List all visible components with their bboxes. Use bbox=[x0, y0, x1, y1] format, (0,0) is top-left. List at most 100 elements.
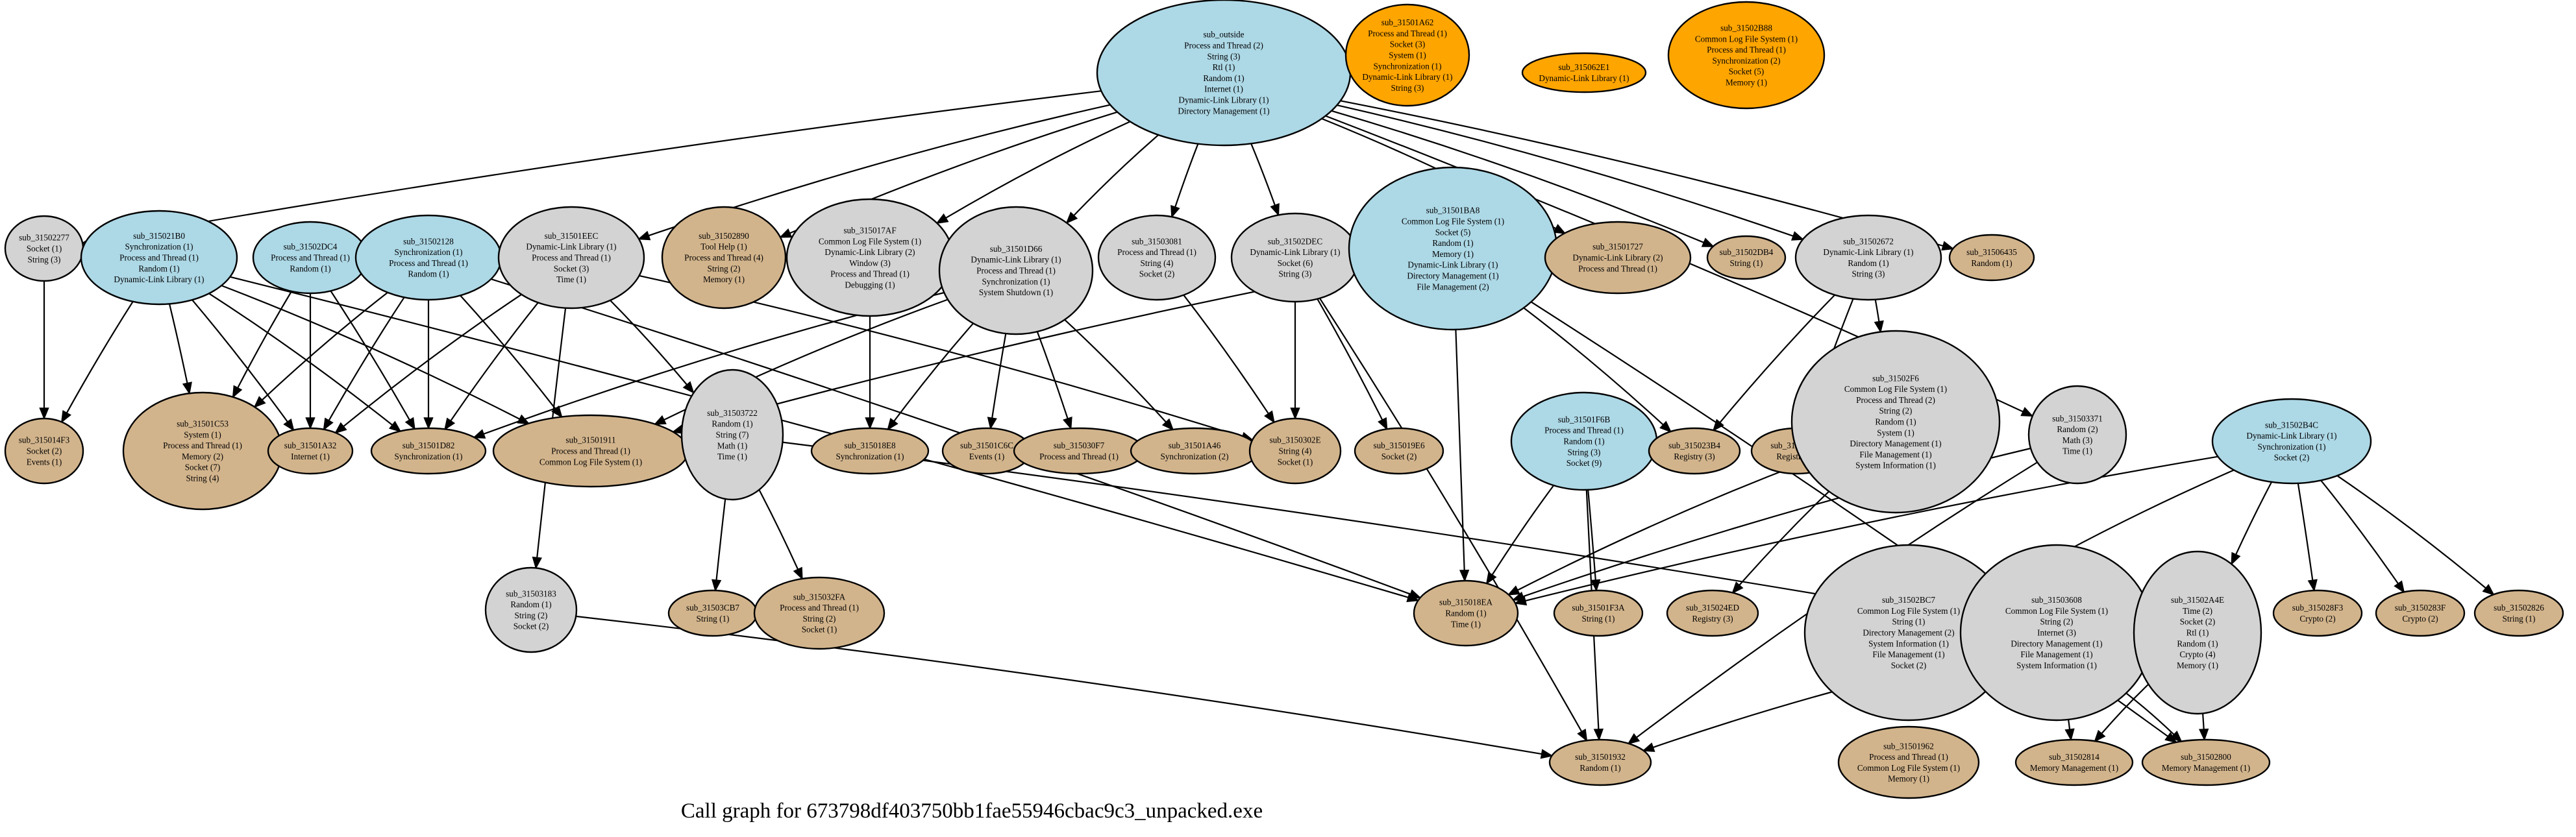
node-api-category: Dynamic-Link Library (1) bbox=[1539, 73, 1629, 83]
node-api-category: Directory Management (2) bbox=[1863, 628, 1954, 638]
call-edge-arrowhead bbox=[1378, 417, 1388, 431]
node-title: sub_31502DB4 bbox=[1720, 247, 1774, 257]
node-api-category: Process and Thread (1) bbox=[271, 253, 350, 263]
node-api-category: Process and Thread (1) bbox=[1039, 452, 1119, 461]
call-edge-arrowhead bbox=[1701, 237, 1715, 247]
node-api-category: Dynamic-Link Library (2) bbox=[824, 247, 915, 257]
call-edge-arrowhead bbox=[2064, 728, 2075, 742]
node-api-category: Synchronization (1) bbox=[394, 247, 462, 257]
node-api-category: System Shutdown (1) bbox=[979, 287, 1053, 297]
node-title: sub_31501A46 bbox=[1169, 441, 1221, 450]
node-api-category: Dynamic-Link Library (1) bbox=[1178, 95, 1269, 105]
call-edge-arrowhead bbox=[653, 415, 667, 426]
node-title: sub_31502128 bbox=[403, 236, 454, 246]
call-edge-arrowhead bbox=[1553, 224, 1567, 234]
call-edge bbox=[1250, 143, 1276, 206]
node-api-category: Common Log File System (1) bbox=[1844, 384, 1947, 394]
call-edge-arrowhead bbox=[388, 420, 402, 433]
call-edge-arrowhead bbox=[1065, 212, 1078, 224]
call-edge-arrowhead bbox=[2394, 580, 2405, 594]
call-edge-arrowhead bbox=[1659, 420, 1672, 433]
node-api-category: Socket (2) bbox=[1891, 661, 1927, 670]
node-api-category: Process and Thread (1) bbox=[1544, 426, 1624, 435]
call-edge-arrowhead bbox=[682, 381, 695, 394]
call-edge bbox=[1337, 104, 1794, 237]
node-api-category: Memory (1) bbox=[2177, 661, 2218, 670]
node-title: sub_315032FA bbox=[793, 592, 846, 601]
node-api-category: Debugging (1) bbox=[845, 280, 895, 290]
node-api-category: Socket (9) bbox=[1567, 458, 1602, 468]
call-edge-arrowhead bbox=[472, 429, 486, 439]
node-api-category: Window (3) bbox=[849, 258, 891, 268]
call-edge bbox=[2068, 719, 2071, 730]
graph-caption: Call graph for 673798df403750bb1fae55946… bbox=[680, 799, 1263, 823]
node-api-category: String (1) bbox=[1582, 614, 1615, 624]
node-api-category: String (1) bbox=[697, 614, 730, 624]
node-title: sub_31503CB7 bbox=[686, 603, 739, 613]
node-title: sub_315018E8 bbox=[844, 441, 896, 450]
call-edge-arrowhead bbox=[778, 228, 793, 238]
call-edge bbox=[2202, 713, 2205, 730]
node-api-category: Process and Thread (1) bbox=[1117, 247, 1196, 257]
node-api-category: Random (1) bbox=[712, 419, 752, 429]
node-api-category: Dynamic-Link Library (1) bbox=[1407, 260, 1498, 270]
node-title: sub_31503722 bbox=[707, 408, 758, 418]
node-api-category: Rtl (1) bbox=[1213, 62, 1235, 72]
node-api-category: Common Log File System (1) bbox=[1857, 763, 1960, 773]
call-edge-arrowhead bbox=[1063, 416, 1072, 430]
call-edge-arrowhead bbox=[1513, 596, 1528, 606]
call-edge bbox=[610, 300, 687, 385]
node-title: sub_31501D82 bbox=[402, 441, 455, 450]
call-edge bbox=[893, 322, 974, 422]
node-api-category: Registry (3) bbox=[1692, 614, 1733, 624]
call-edge bbox=[2125, 692, 2175, 735]
call-edge bbox=[192, 299, 288, 422]
node-api-category: Internet (1) bbox=[1204, 84, 1243, 94]
node-api-category: Time (1) bbox=[556, 274, 586, 284]
node-api-category: Events (1) bbox=[27, 457, 62, 467]
node-title: sub_31501727 bbox=[1592, 242, 1643, 252]
node-api-category: Memory Management (1) bbox=[2030, 763, 2118, 773]
call-edge-arrowhead bbox=[532, 556, 542, 570]
call-edge-arrowhead bbox=[423, 417, 434, 430]
node-api-category: String (1) bbox=[2503, 614, 2536, 624]
node-ellipse bbox=[661, 206, 787, 309]
node-ellipse bbox=[1837, 725, 1980, 799]
call-edge-arrowhead bbox=[1731, 581, 1744, 594]
node-title: sub_31501BA8 bbox=[1426, 206, 1480, 215]
node-api-category: Math (3) bbox=[2062, 435, 2093, 445]
node-api-category: Memory (1) bbox=[1432, 249, 1474, 259]
node-ellipse bbox=[1413, 579, 1519, 647]
node-title: sub_31502DEC bbox=[1268, 236, 1322, 246]
node-api-category: Rtl (1) bbox=[2186, 628, 2209, 638]
node-title: sub_31501F3A bbox=[1572, 603, 1625, 613]
call-edge-arrowhead bbox=[1577, 729, 1588, 742]
node-api-category: Dynamic-Link Library (1) bbox=[1250, 247, 1340, 257]
node-ellipse bbox=[1948, 234, 2035, 282]
node-api-category: Random (1) bbox=[1579, 763, 1620, 773]
call-edge-arrowhead bbox=[1264, 410, 1275, 424]
node-api-category: Process and Thread (1) bbox=[389, 258, 468, 268]
call-edge-arrowhead bbox=[2482, 583, 2495, 596]
node-api-category: File Management (1) bbox=[2020, 649, 2092, 659]
call-edge-arrowhead bbox=[712, 579, 722, 592]
call-edge bbox=[168, 304, 188, 383]
node-api-category: Synchronization (2) bbox=[1160, 452, 1228, 461]
node-title: sub_31501A62 bbox=[1381, 18, 1434, 27]
node-title: sub_315028F3 bbox=[2292, 603, 2344, 613]
call-edge-arrowhead bbox=[2231, 552, 2241, 566]
call-edge-arrowhead bbox=[2198, 728, 2209, 742]
node-api-category: Crypto (4) bbox=[2179, 649, 2215, 659]
call-edge bbox=[343, 293, 522, 428]
